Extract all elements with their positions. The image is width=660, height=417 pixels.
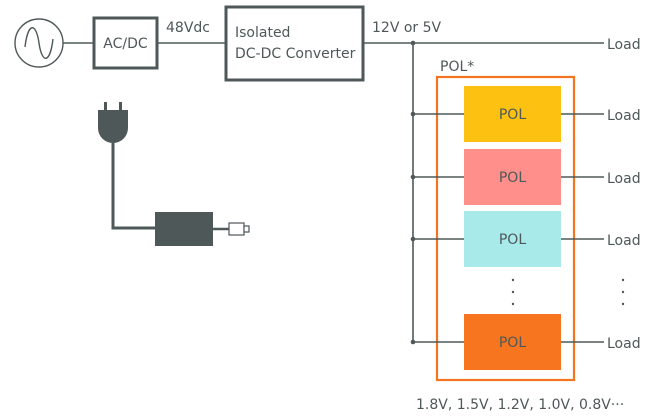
junction-dot bbox=[410, 236, 416, 242]
ellipsis-load bbox=[621, 278, 625, 306]
ellipsis-pol bbox=[511, 278, 515, 306]
pol-label: POL bbox=[499, 107, 526, 123]
junction-dot bbox=[410, 339, 416, 345]
pol-box bbox=[464, 211, 561, 267]
isolated-line2: DC-DC Converter bbox=[235, 46, 356, 62]
pol-label: POL bbox=[499, 232, 526, 248]
bus-48v-label: 48Vdc bbox=[166, 20, 210, 36]
acdc-label: AC/DC bbox=[103, 36, 148, 52]
load-label: Load bbox=[607, 171, 641, 187]
pol-box bbox=[464, 86, 561, 142]
pol-group-label: POL* bbox=[440, 59, 474, 75]
top-load-label: Load bbox=[607, 37, 641, 53]
pol-group-border bbox=[435, 75, 576, 382]
junction-dot bbox=[410, 40, 416, 46]
pol-label: POL bbox=[499, 170, 526, 186]
junction-dot bbox=[410, 111, 416, 117]
isolated-line1: Isolated bbox=[235, 25, 290, 41]
voltages-label: 1.8V, 1.5V, 1.2V, 1.0V, 0.8V··· bbox=[416, 397, 624, 413]
pol-label: POL bbox=[499, 335, 526, 351]
acdc-box bbox=[92, 16, 159, 70]
pol-box bbox=[464, 314, 561, 370]
power-adapter-icon bbox=[98, 102, 250, 246]
bus-out-label: 12V or 5V bbox=[372, 20, 442, 36]
isolated-converter-box bbox=[224, 5, 365, 82]
load-label: Load bbox=[607, 233, 641, 249]
pol-box bbox=[464, 149, 561, 205]
junction-dot bbox=[410, 174, 416, 180]
ac-sine-source-icon bbox=[14, 18, 64, 68]
load-label: Load bbox=[607, 336, 641, 352]
load-label: Load bbox=[607, 108, 641, 124]
